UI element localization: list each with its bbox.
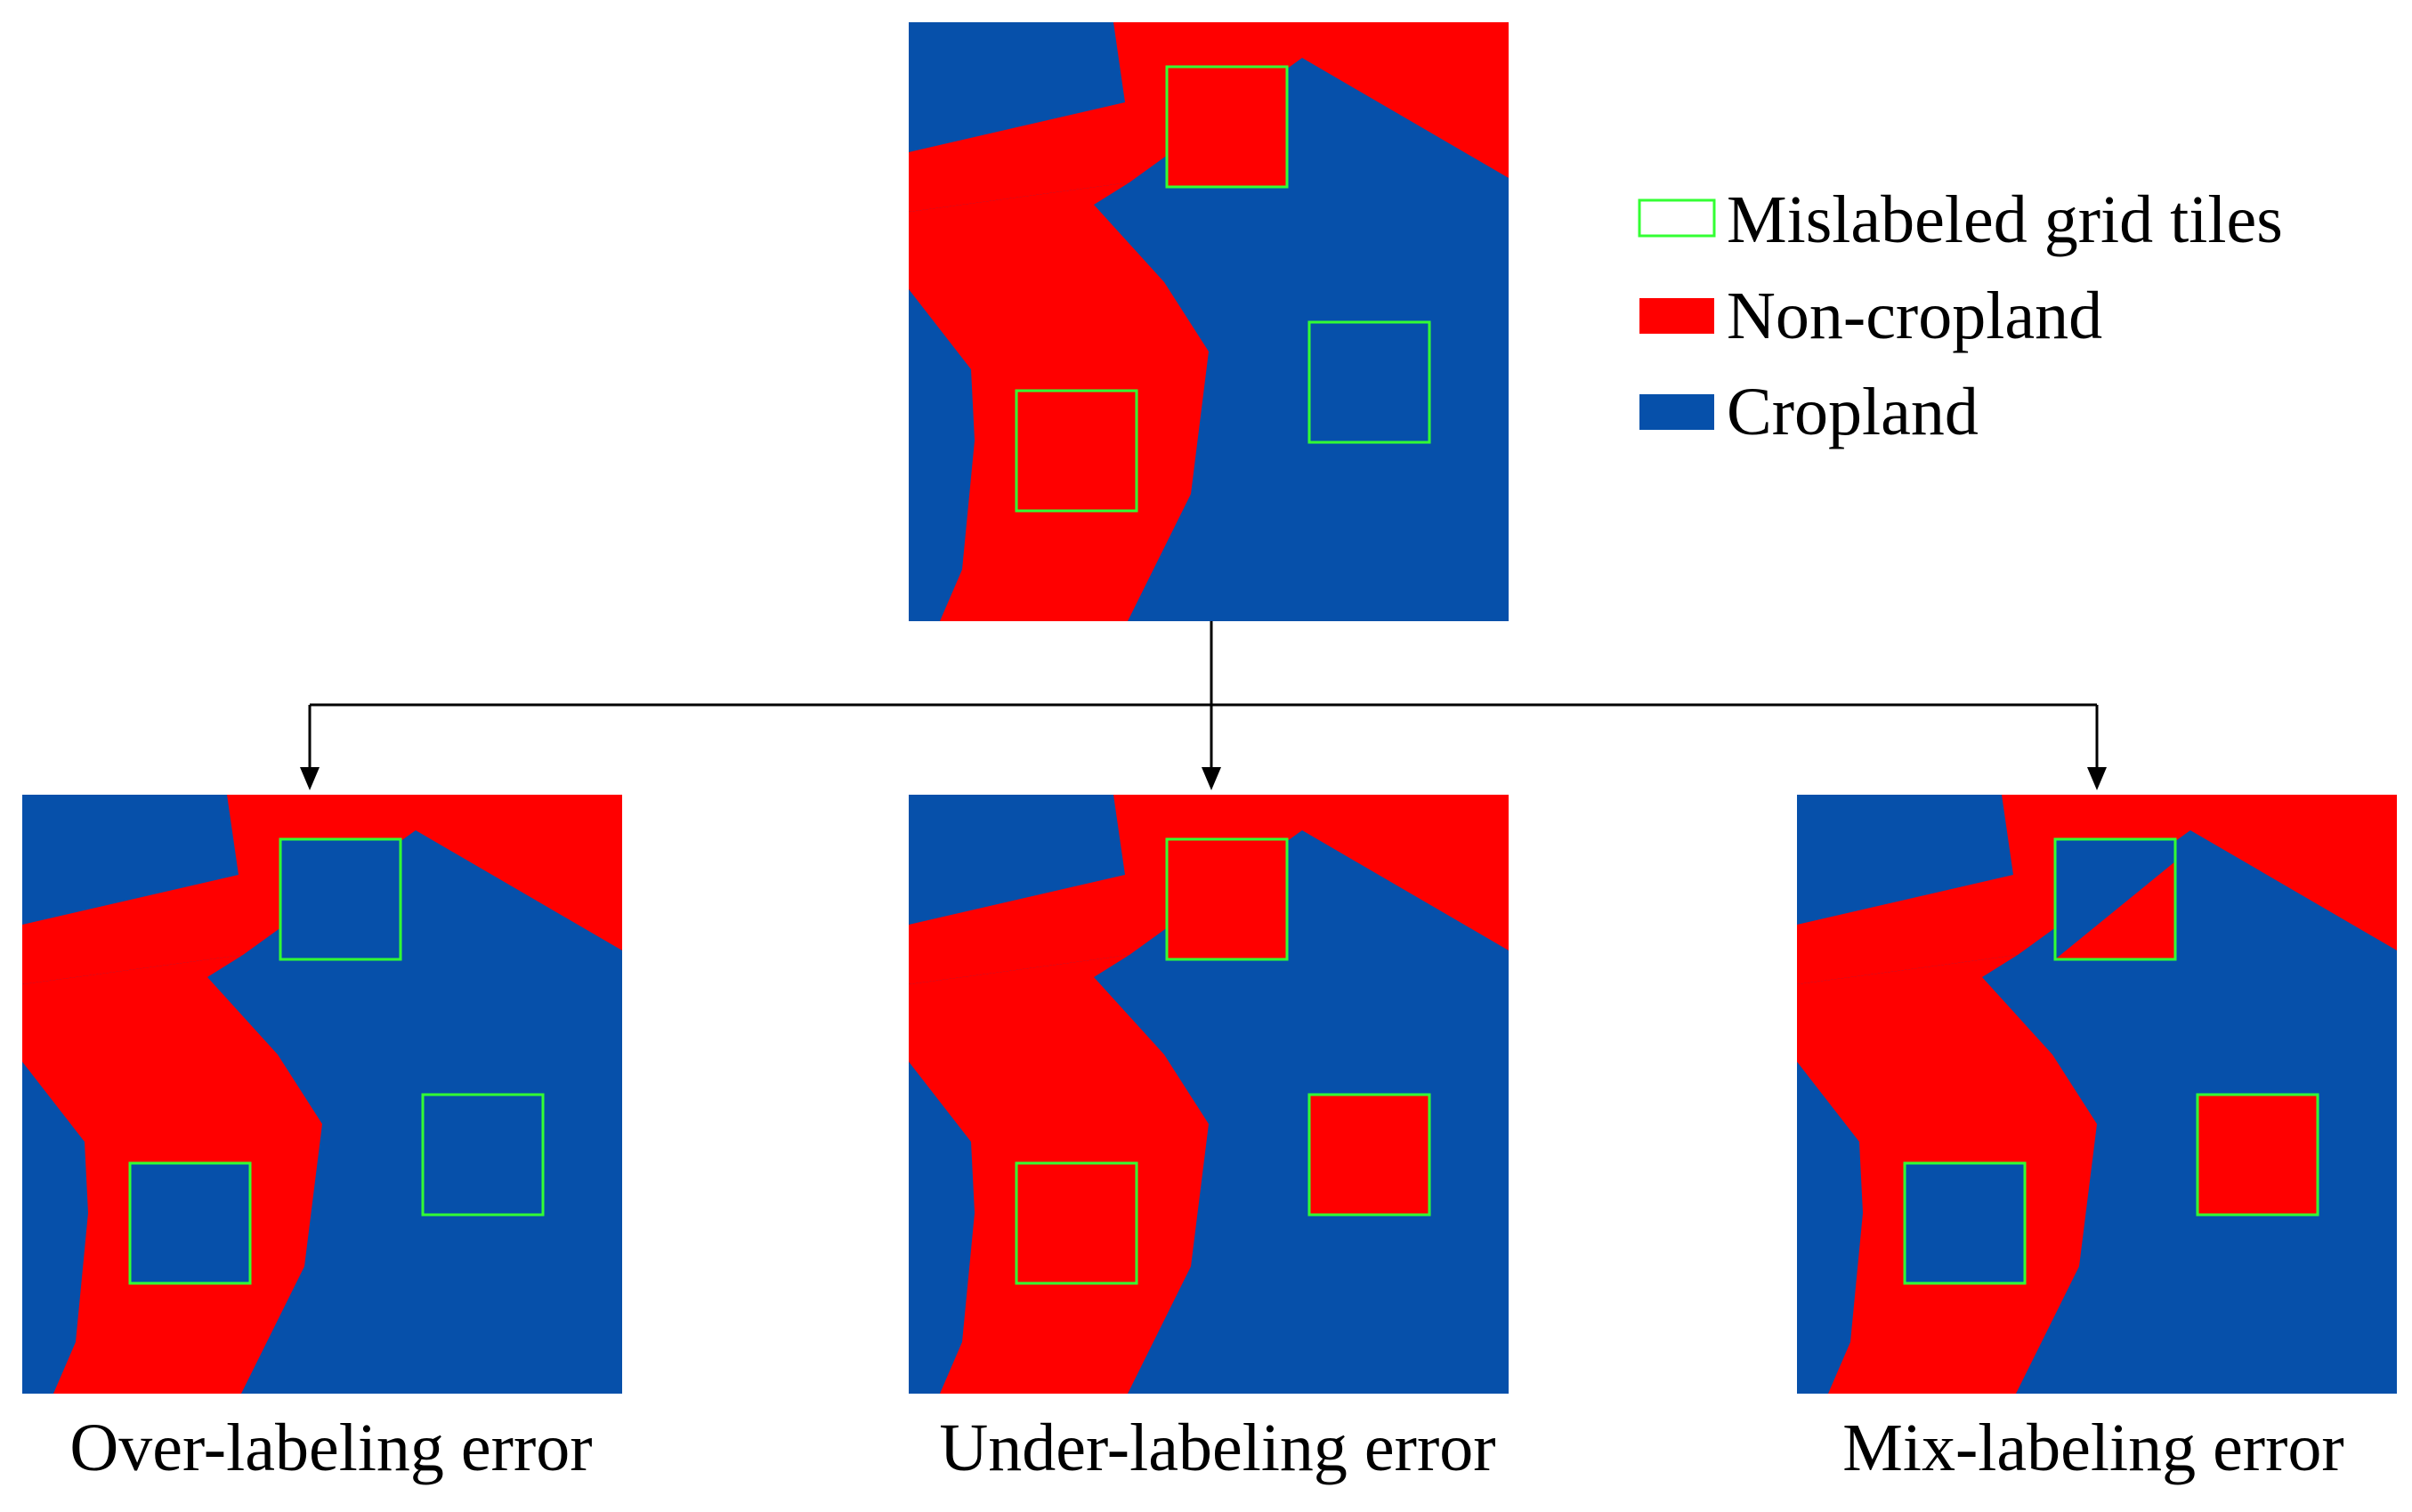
legend-outline-swatch	[1638, 198, 1716, 238]
legend-non-cropland-swatch	[1639, 298, 1714, 334]
connector-lines	[300, 620, 2107, 790]
legend-label-non-cropland: Non-cropland	[1727, 279, 2102, 353]
mislabeled-tile-2	[1015, 1161, 1138, 1285]
mislabeled-tile-3	[1307, 320, 1431, 444]
mislabeled-tile-3	[2196, 1093, 2319, 1217]
map-panel-reference	[909, 22, 1509, 621]
mislabeled-tile-2	[128, 1161, 252, 1285]
mislabeled-tile-1	[1165, 65, 1289, 189]
legend-cropland-swatch	[1639, 394, 1714, 430]
tile-group	[128, 837, 545, 1285]
legend-label-mislabeled: Mislabeled grid tiles	[1727, 182, 2283, 257]
mislabeled-tile-2	[1903, 1161, 2027, 1285]
caption-over-labeling: Over-labeling error	[69, 1411, 592, 1485]
caption-under-labeling: Under-labeling error	[939, 1411, 1495, 1485]
mislabeled-tile-1	[279, 837, 402, 961]
legend: Mislabeled grid tiles Non-cropland Cropl…	[1638, 182, 2283, 449]
split-tile-non-cropland-part	[2055, 861, 2175, 959]
caption-mix-labeling: Mix-labeling error	[1842, 1411, 2343, 1485]
map-panel-under-labeling	[909, 795, 1509, 1394]
arrowhead-left	[300, 767, 320, 790]
captions: Over-labeling error Under-labeling error…	[69, 1411, 2343, 1485]
tile-group	[1015, 65, 1431, 513]
mislabeled-tile-3	[1307, 1093, 1431, 1217]
mislabeled-tile-3	[421, 1093, 545, 1217]
mislabeled-tile-1	[1165, 837, 1289, 961]
map-panel-over-labeling	[22, 795, 622, 1394]
arrowhead-right	[2087, 767, 2107, 790]
split-tile-outline	[2053, 837, 2177, 961]
arrowhead-center	[1202, 767, 1221, 790]
tile-group	[1903, 837, 2319, 1285]
map-panel-mix-labeling	[1797, 795, 2397, 1394]
legend-label-cropland: Cropland	[1727, 375, 1979, 449]
tile-group	[1015, 837, 1431, 1285]
mislabeled-tile-2	[1015, 389, 1138, 513]
